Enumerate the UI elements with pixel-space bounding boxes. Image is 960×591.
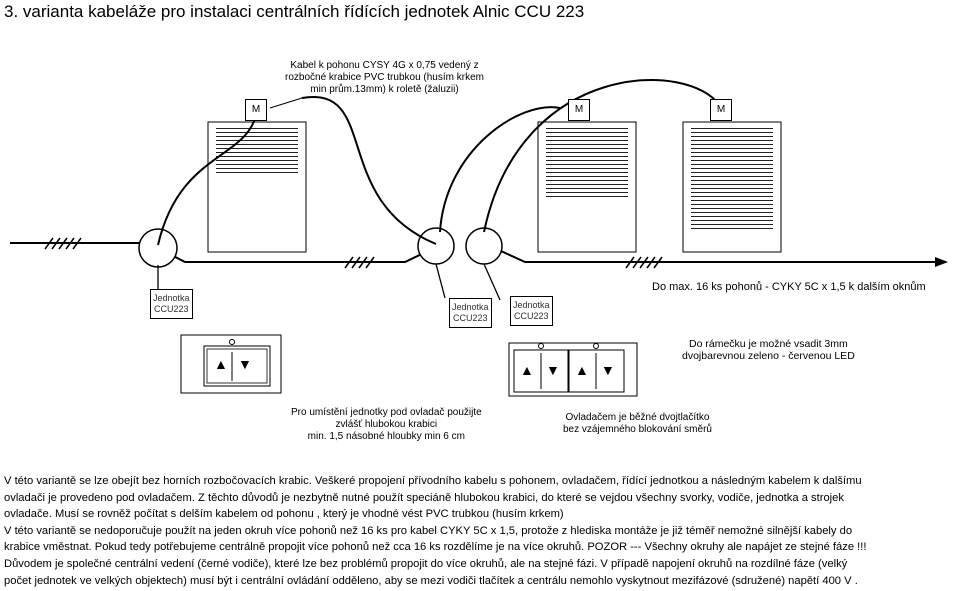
arrow-up-icon[interactable]: ▲	[575, 362, 589, 378]
motor-1: M	[245, 99, 267, 121]
arrow-up-icon[interactable]: ▲	[520, 362, 534, 378]
box-note: Pro umístění jednotky pod ovladač použij…	[291, 407, 482, 442]
junction-circle-1	[138, 228, 178, 268]
motor-3: M	[710, 99, 732, 121]
switch-panel-2	[508, 342, 638, 397]
switch-panel-1	[180, 334, 282, 394]
motor-cables	[157, 79, 721, 246]
window-1	[207, 121, 307, 253]
arrow-down-icon[interactable]: ▼	[601, 362, 615, 378]
window-2	[537, 121, 637, 253]
page-title: 3. varianta kabeláže pro instalaci centr…	[4, 2, 585, 21]
arrow-down-icon[interactable]: ▼	[546, 362, 560, 378]
cable-note: Kabel k pohonu CYSY 4G x 0,75 vedený z r…	[285, 60, 484, 95]
junction-circle-2	[417, 227, 455, 265]
window-3	[682, 121, 782, 253]
arrow-up-icon[interactable]: ▲	[214, 356, 228, 372]
description-paragraph: V této variantě se lze obejít bez horníc…	[4, 475, 867, 587]
arrow-down-icon[interactable]: ▼	[238, 356, 252, 372]
motor-2: M	[568, 99, 590, 121]
junction-circle-3	[465, 227, 503, 265]
max-note: Do max. 16 ks pohonů - CYKY 5C x 1,5 k d…	[652, 281, 926, 293]
